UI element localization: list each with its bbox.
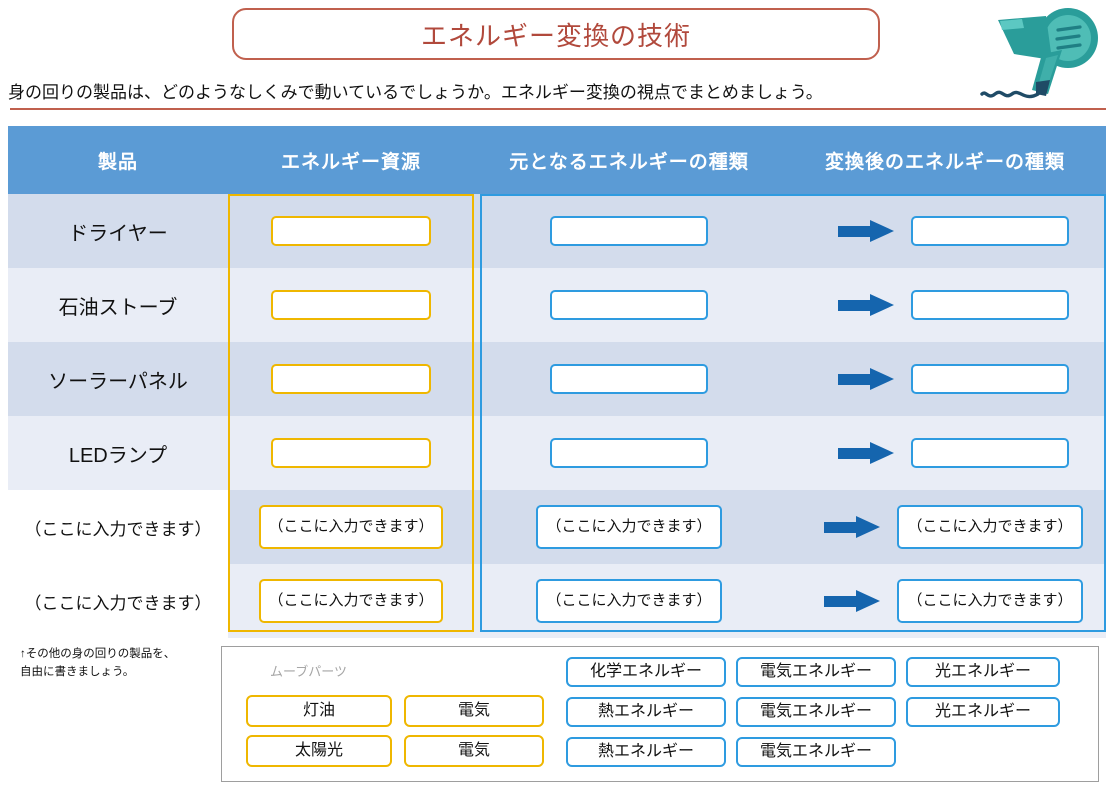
arrow-right-icon [838,294,894,316]
resource-input[interactable] [271,216,431,246]
move-part-chip-resource[interactable]: 太陽光 [246,735,392,767]
product-input[interactable]: （ここに入力できます） [8,490,228,564]
from-energy-cell [474,268,784,342]
move-parts-label: ムーブパーツ [270,664,347,679]
resource-cell: （ここに入力できます） [228,490,474,564]
move-part-chip-energy[interactable]: 熱エネルギー [566,737,726,767]
conversion-arrow-wrap [821,294,911,316]
to-energy-input[interactable] [911,216,1069,246]
table-row: ソーラーパネル [8,342,1106,416]
arrow-right-icon [838,220,894,242]
from-energy-input[interactable]: （ここに入力できます） [536,579,722,623]
arrow-right-icon [824,590,880,612]
conversion-arrow-wrap [807,590,897,612]
move-parts-panel: ムーブパーツ 灯油電気太陽光電気化学エネルギー電気エネルギー光エネルギー熱エネル… [221,646,1099,782]
resource-cell: （ここに入力できます） [228,564,474,638]
to-energy-cell [784,416,1106,490]
move-part-chip-energy[interactable]: 光エネルギー [906,697,1060,727]
move-part-chip-energy[interactable]: 電気エネルギー [736,697,896,727]
conversion-arrow-wrap [821,368,911,390]
page-subtitle: 身の回りの製品は、どのようなしくみで動いているでしょうか。エネルギー変換の視点で… [8,83,823,102]
column-header-resource: エネルギー資源 [228,126,474,194]
table-row: （ここに入力できます） （ここに入力できます） （ここに入力できます） （ここに入力で… [8,564,1106,638]
to-energy-input[interactable] [911,438,1069,468]
to-energy-input[interactable] [911,290,1069,320]
from-energy-input[interactable]: （ここに入力できます） [536,505,722,549]
table-row: 石油ストーブ [8,268,1106,342]
move-part-chip-resource[interactable]: 電気 [404,695,544,727]
from-energy-input[interactable] [550,438,708,468]
resource-cell [228,342,474,416]
arrow-right-icon [838,368,894,390]
table-row: LEDランプ [8,416,1106,490]
table-row: ドライヤー [8,194,1106,268]
move-part-chip-energy[interactable]: 電気エネルギー [736,737,896,767]
from-energy-cell [474,342,784,416]
arrow-right-icon [838,442,894,464]
to-energy-input[interactable]: （ここに入力できます） [897,579,1083,623]
conversion-arrow-wrap [821,220,911,242]
free-entry-note: ↑その他の身の回りの製品を、 自由に書きましょう。 [20,646,216,682]
resource-cell [228,416,474,490]
conversion-arrow-wrap [807,516,897,538]
move-part-chip-energy[interactable]: 熱エネルギー [566,697,726,727]
table-row: （ここに入力できます） （ここに入力できます） （ここに入力できます） （ここに入力で… [8,490,1106,564]
to-energy-input[interactable]: （ここに入力できます） [897,505,1083,549]
to-energy-cell [784,194,1106,268]
resource-input[interactable]: （ここに入力できます） [259,505,443,549]
column-header-product: 製品 [8,126,228,194]
free-entry-note-line1: ↑その他の身の回りの製品を、 [20,648,176,660]
page-header: エネルギー変換の技術 身の回りの製品は、どのようなしくみで動いているでしょうか。… [0,0,1115,112]
column-header-to: 変換後のエネルギーの種類 [784,126,1106,194]
product-label: 石油ストーブ [8,268,228,342]
to-energy-cell: （ここに入力できます） [784,490,1106,564]
product-label: ドライヤー [8,194,228,268]
page-title: エネルギー変換の技術 [420,20,691,51]
product-input[interactable]: （ここに入力できます） [8,564,228,638]
from-energy-input[interactable] [550,364,708,394]
to-energy-input[interactable] [911,364,1069,394]
from-energy-input[interactable] [550,216,708,246]
resource-cell [228,194,474,268]
to-energy-cell [784,342,1106,416]
free-entry-note-line2: 自由に書きましょう。 [20,665,135,678]
resource-input[interactable] [271,290,431,320]
to-energy-cell [784,268,1106,342]
to-energy-cell: （ここに入力できます） [784,564,1106,638]
header-divider [10,108,1106,110]
product-label: LEDランプ [8,416,228,490]
resource-cell [228,268,474,342]
move-part-chip-energy[interactable]: 化学エネルギー [566,657,726,687]
from-energy-input[interactable] [550,290,708,320]
from-energy-cell [474,194,784,268]
arrow-right-icon [824,516,880,538]
energy-conversion-table: 製品 エネルギー資源 元となるエネルギーの種類 変換後のエネルギーの種類 ドライ… [8,126,1106,638]
resource-input[interactable] [271,364,431,394]
move-part-chip-resource[interactable]: 灯油 [246,695,392,727]
from-energy-cell: （ここに入力できます） [474,490,784,564]
move-part-chip-energy[interactable]: 電気エネルギー [736,657,896,687]
title-box: エネルギー変換の技術 [232,8,880,60]
column-header-from: 元となるエネルギーの種類 [474,126,784,194]
conversion-arrow-wrap [821,442,911,464]
from-energy-cell: （ここに入力できます） [474,564,784,638]
product-label: ソーラーパネル [8,342,228,416]
hairdryer-icon [962,2,1110,106]
move-part-chip-energy[interactable]: 光エネルギー [906,657,1060,687]
table-header-row: 製品 エネルギー資源 元となるエネルギーの種類 変換後のエネルギーの種類 [8,126,1106,194]
move-part-chip-resource[interactable]: 電気 [404,735,544,767]
from-energy-cell [474,416,784,490]
resource-input[interactable]: （ここに入力できます） [259,579,443,623]
resource-input[interactable] [271,438,431,468]
